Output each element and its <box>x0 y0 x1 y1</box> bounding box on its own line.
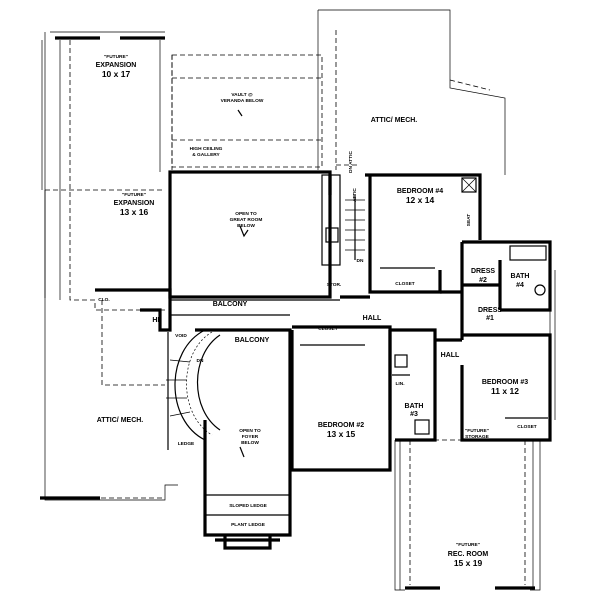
attic-small: ATTIC <box>352 188 358 202</box>
closet-b4: CLOSET <box>395 281 415 287</box>
open-below-arrows <box>237 109 249 458</box>
open-great-room-line3: BELOW <box>237 223 255 229</box>
dn: DN <box>357 258 364 264</box>
future-expansion-top-name: EXPANSION <box>96 62 137 69</box>
bedroom2-size: 13 x 15 <box>327 429 356 439</box>
bedroom3-size: 11 x 12 <box>491 386 519 396</box>
future-expansion-mid-tag: "FUTURE" <box>122 192 146 198</box>
future-expansion-top-tag: "FUTURE" <box>104 54 128 60</box>
high-ceiling-line1: HIGH CEILING <box>190 146 223 152</box>
open-foyer-line3: BELOW <box>241 440 259 446</box>
high-ceiling-line2: & GALLERY <box>192 152 220 158</box>
bedroom4-name: BEDROOM #4 <box>397 188 443 195</box>
future-expansion-mid-size: 13 x 16 <box>120 207 149 217</box>
seat: SEAT <box>466 214 472 227</box>
hall-right: HALL <box>441 352 460 359</box>
roof-ridges <box>40 36 535 590</box>
sloped-ledge: SLOPED LEDGE <box>229 503 267 509</box>
attic-mech-right: ATTIC/ MECH. <box>371 117 418 124</box>
bath3-name: BATH <box>405 403 424 410</box>
roof-outlines <box>41 9 556 591</box>
vault-veranda-line1: VAULT @ <box>231 92 253 98</box>
future-expansion-mid-name: EXPANSION <box>114 200 155 207</box>
balcony-lower: BALCONY <box>235 337 270 344</box>
attic-mech-left: ATTIC/ MECH. <box>97 417 144 424</box>
dn-attic: DN ATTIC <box>348 151 354 173</box>
future-storage-name: STORAGE <box>465 434 489 440</box>
rec-room-size: 15 x 19 <box>454 558 483 568</box>
bath4-num: #4 <box>516 282 524 289</box>
curved-stair <box>166 329 221 441</box>
straight-stair <box>345 195 365 260</box>
bedroom2-name: BEDROOM #2 <box>318 422 364 429</box>
vault-veranda-line2: VERANDA BELOW <box>221 98 264 104</box>
open-great-room-line2: GREAT ROOM <box>230 217 263 223</box>
walls <box>95 170 552 550</box>
dress1-num: #1 <box>486 315 494 322</box>
closet-b3: CLOSET <box>517 424 537 430</box>
future-storage-tag: "FUTURE" <box>465 428 489 434</box>
closet-b2: CLOSET <box>318 326 338 332</box>
stor: STOR. <box>327 282 342 288</box>
hl: HL <box>152 317 162 324</box>
bedroom4-size: 12 x 14 <box>406 195 435 205</box>
ledge: LEDGE <box>178 441 195 447</box>
open-foyer-line2: FOYER <box>242 434 259 440</box>
void: VOID <box>175 333 187 339</box>
lin: LIN. <box>395 381 404 387</box>
plant-ledge: PLANT LEDGE <box>231 522 266 528</box>
open-foyer-line1: OPEN TO <box>239 428 261 434</box>
rec-room-name: REC. ROOM <box>448 551 489 558</box>
dashed-outlines <box>45 30 526 585</box>
bedroom3-name: BEDROOM #3 <box>482 379 528 386</box>
bath4-name: BATH <box>511 273 530 280</box>
dress2-num: #2 <box>479 277 487 284</box>
hall-main: HALL <box>363 315 382 322</box>
clo: CLO. <box>98 297 109 303</box>
room-labels: "FUTURE" EXPANSION 10 x 17 VAULT @ VERAN… <box>96 54 537 568</box>
rec-room-tag: "FUTURE" <box>456 542 480 548</box>
balcony-top: BALCONY <box>213 301 248 308</box>
open-great-room-line1: OPEN TO <box>235 211 257 217</box>
dress2-name: DRESS <box>471 268 495 275</box>
bath3-num: #3 <box>410 411 418 418</box>
future-expansion-top-size: 10 x 17 <box>102 69 131 79</box>
dress1-name: DRESS <box>478 307 502 314</box>
dn-stair: DN <box>197 358 204 364</box>
